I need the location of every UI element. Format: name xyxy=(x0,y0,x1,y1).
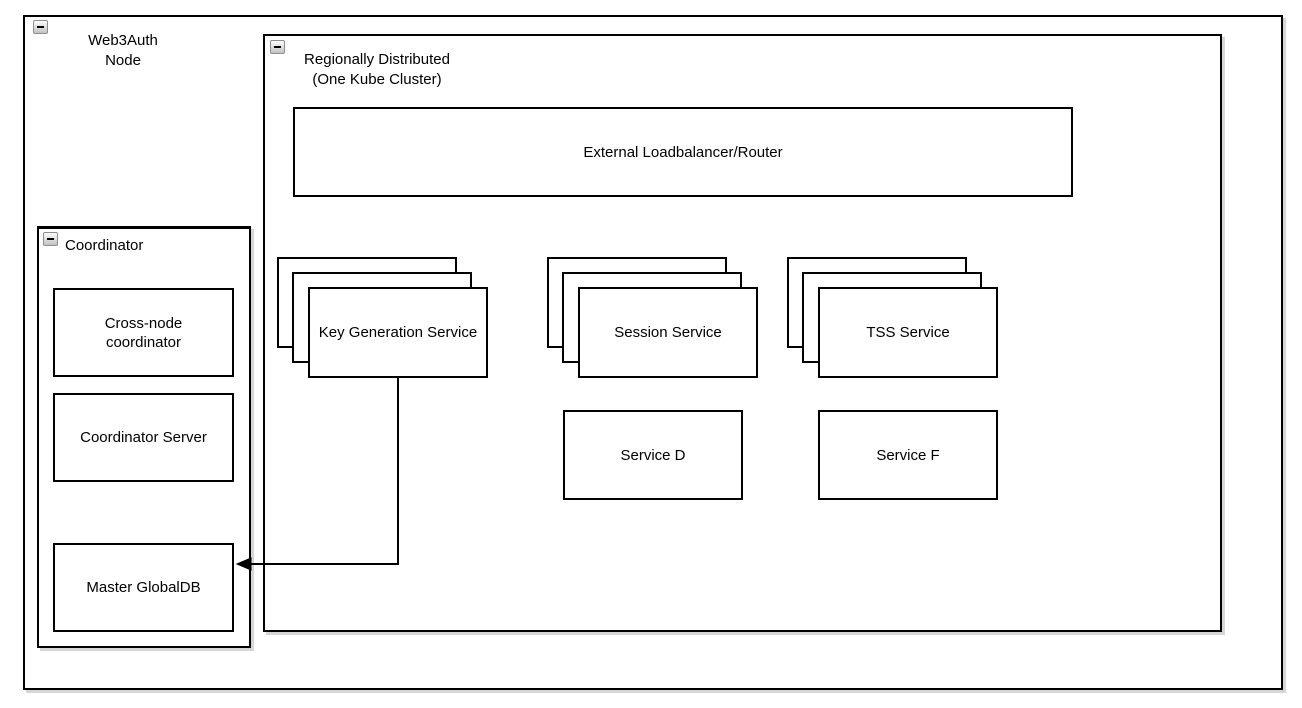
service-f-box[interactable]: Service F xyxy=(818,410,998,500)
key-generation-service-stack[interactable]: Key Generation Service xyxy=(277,257,488,378)
web3auth-node-title: Web3Auth Node xyxy=(88,32,158,69)
external-loadbalancer-label: External Loadbalancer/Router xyxy=(583,143,783,161)
service-d-label: Service D xyxy=(620,446,686,464)
coordinator-container[interactable]: Coordinator Cross-node coordinator Coord… xyxy=(37,226,251,648)
session-service-box[interactable]: Session Service xyxy=(578,287,758,378)
collapse-minus-icon[interactable] xyxy=(33,20,48,34)
coordinator-server-box[interactable]: Coordinator Server xyxy=(53,393,234,482)
cross-node-coordinator-label: Cross-node coordinator xyxy=(104,314,183,351)
master-globaldb-label: Master GlobalDB xyxy=(86,579,201,596)
master-globaldb-box[interactable]: Master GlobalDB xyxy=(53,543,234,632)
tss-service-stack[interactable]: TSS Service xyxy=(787,257,998,378)
session-service-label: Session Service xyxy=(614,324,722,341)
tss-service-label: TSS Service xyxy=(866,324,950,341)
regionally-distributed-title: Regionally Distributed (One Kube Cluster… xyxy=(304,51,450,88)
service-f-label: Service F xyxy=(876,446,940,464)
collapse-minus-icon[interactable] xyxy=(270,40,285,54)
tss-service-box[interactable]: TSS Service xyxy=(818,287,998,378)
regionally-distributed-container[interactable]: Regionally Distributed (One Kube Cluster… xyxy=(263,34,1222,632)
external-loadbalancer-box[interactable]: External Loadbalancer/Router xyxy=(293,107,1073,197)
collapse-minus-icon[interactable] xyxy=(43,232,58,246)
session-service-stack[interactable]: Session Service xyxy=(547,257,758,378)
service-d-box[interactable]: Service D xyxy=(563,410,743,500)
key-generation-service-box[interactable]: Key Generation Service xyxy=(308,287,488,378)
coordinator-server-label: Coordinator Server xyxy=(80,429,207,446)
coordinator-title: Coordinator xyxy=(65,237,144,254)
cross-node-coordinator-box[interactable]: Cross-node coordinator xyxy=(53,288,234,377)
key-generation-service-label: Key Generation Service xyxy=(318,324,478,341)
